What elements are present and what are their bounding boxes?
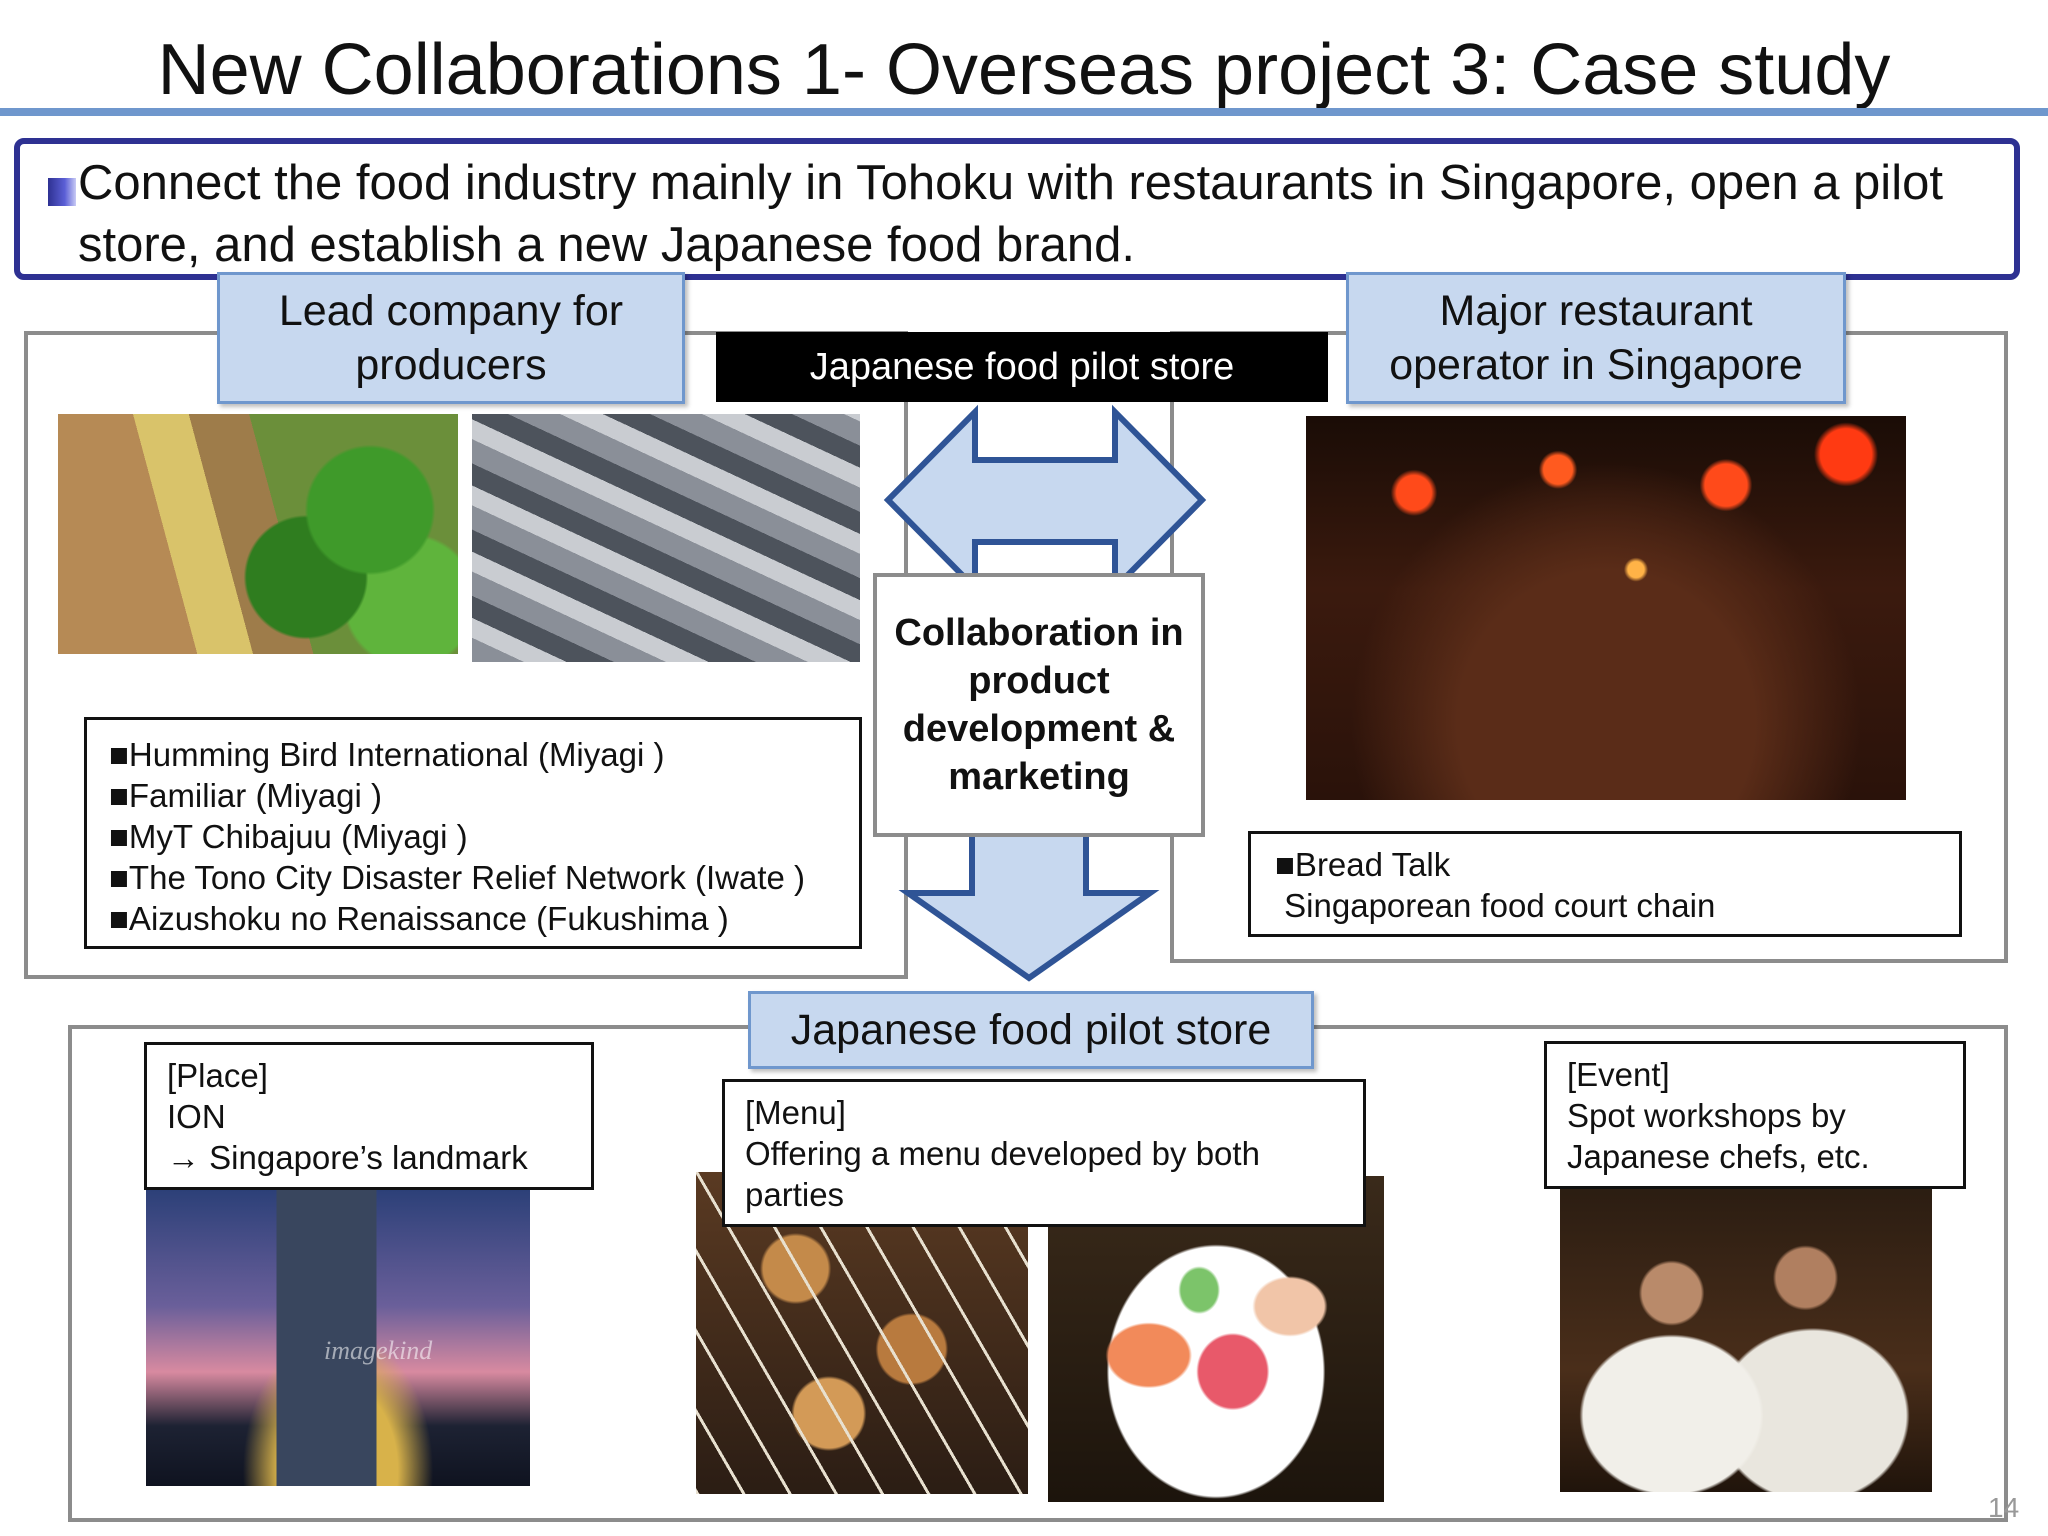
- menu-line: [Menu]: [745, 1094, 846, 1131]
- image-watermark: imagekind: [324, 1336, 433, 1365]
- page-number: 14: [1988, 1492, 2020, 1523]
- intro-text: Connect the food industry mainly in Toho…: [78, 156, 1943, 272]
- producers-label-text: Lead company for producers: [278, 287, 624, 389]
- place-line: ION: [167, 1098, 226, 1135]
- producer-item: ■Familiar (Miyagi ): [109, 777, 382, 814]
- place-caption: [Place] ION → Singapore’s landmark: [144, 1042, 594, 1190]
- pilot-store-bar: Japanese food pilot store: [716, 332, 1328, 402]
- restaurant-interior-photo: [1306, 416, 1906, 800]
- down-arrow-icon: [898, 812, 1160, 982]
- operator-caption: ■Bread Talk Singaporean food court chain: [1248, 831, 1962, 937]
- producers-list: ■Humming Bird International (Miyagi ) ■F…: [84, 717, 862, 949]
- producer-item: ■MyT Chibajuu (Miyagi ): [109, 818, 468, 855]
- produce-photo: [58, 414, 458, 654]
- place-line: → Singapore’s landmark: [167, 1139, 528, 1176]
- intro-box: Connect the food industry mainly in Toho…: [14, 138, 2020, 280]
- place-line: [Place]: [167, 1057, 268, 1094]
- double-arrow-icon: [883, 404, 1207, 596]
- title-rule: [0, 108, 2048, 116]
- menu-line: parties: [745, 1176, 845, 1213]
- chefs-photo: [1560, 1186, 1932, 1492]
- collaboration-text: Collaboration in product development & m…: [894, 612, 1184, 798]
- menu-line: Offering a menu developed by both: [745, 1135, 1260, 1172]
- menu-caption: [Menu] Offering a menu developed by both…: [722, 1079, 1366, 1227]
- producers-label: Lead company for producers: [217, 272, 685, 404]
- bullet-square-icon: [48, 178, 76, 206]
- pilot-store-label: Japanese food pilot store: [748, 991, 1314, 1069]
- producer-item: ■The Tono City Disaster Relief Network (…: [109, 859, 806, 896]
- pilot-store-label-text: Japanese food pilot store: [790, 1006, 1272, 1054]
- slide-title: New Collaborations 1- Overseas project 3…: [157, 30, 1891, 110]
- operator-label-text: Major restaurant operator in Singapore: [1389, 287, 1803, 389]
- producer-item: ■Aizushoku no Renaissance (Fukushima ): [109, 900, 729, 937]
- collaboration-box: Collaboration in product development & m…: [873, 573, 1205, 837]
- event-line: [Event]: [1567, 1056, 1670, 1093]
- operator-line: Singaporean food court chain: [1275, 887, 1716, 924]
- event-caption: [Event] Spot workshops by Japanese chefs…: [1544, 1041, 1966, 1189]
- sashimi-photo: [1048, 1176, 1384, 1502]
- event-line: Spot workshops by: [1567, 1097, 1846, 1134]
- ion-building-photo: imagekind: [146, 1186, 530, 1486]
- fish-market-photo: [472, 414, 860, 662]
- operator-label: Major restaurant operator in Singapore: [1346, 272, 1846, 404]
- event-line: Japanese chefs, etc.: [1567, 1138, 1870, 1175]
- operator-line: ■Bread Talk: [1275, 846, 1451, 883]
- producer-item: ■Humming Bird International (Miyagi ): [109, 736, 665, 773]
